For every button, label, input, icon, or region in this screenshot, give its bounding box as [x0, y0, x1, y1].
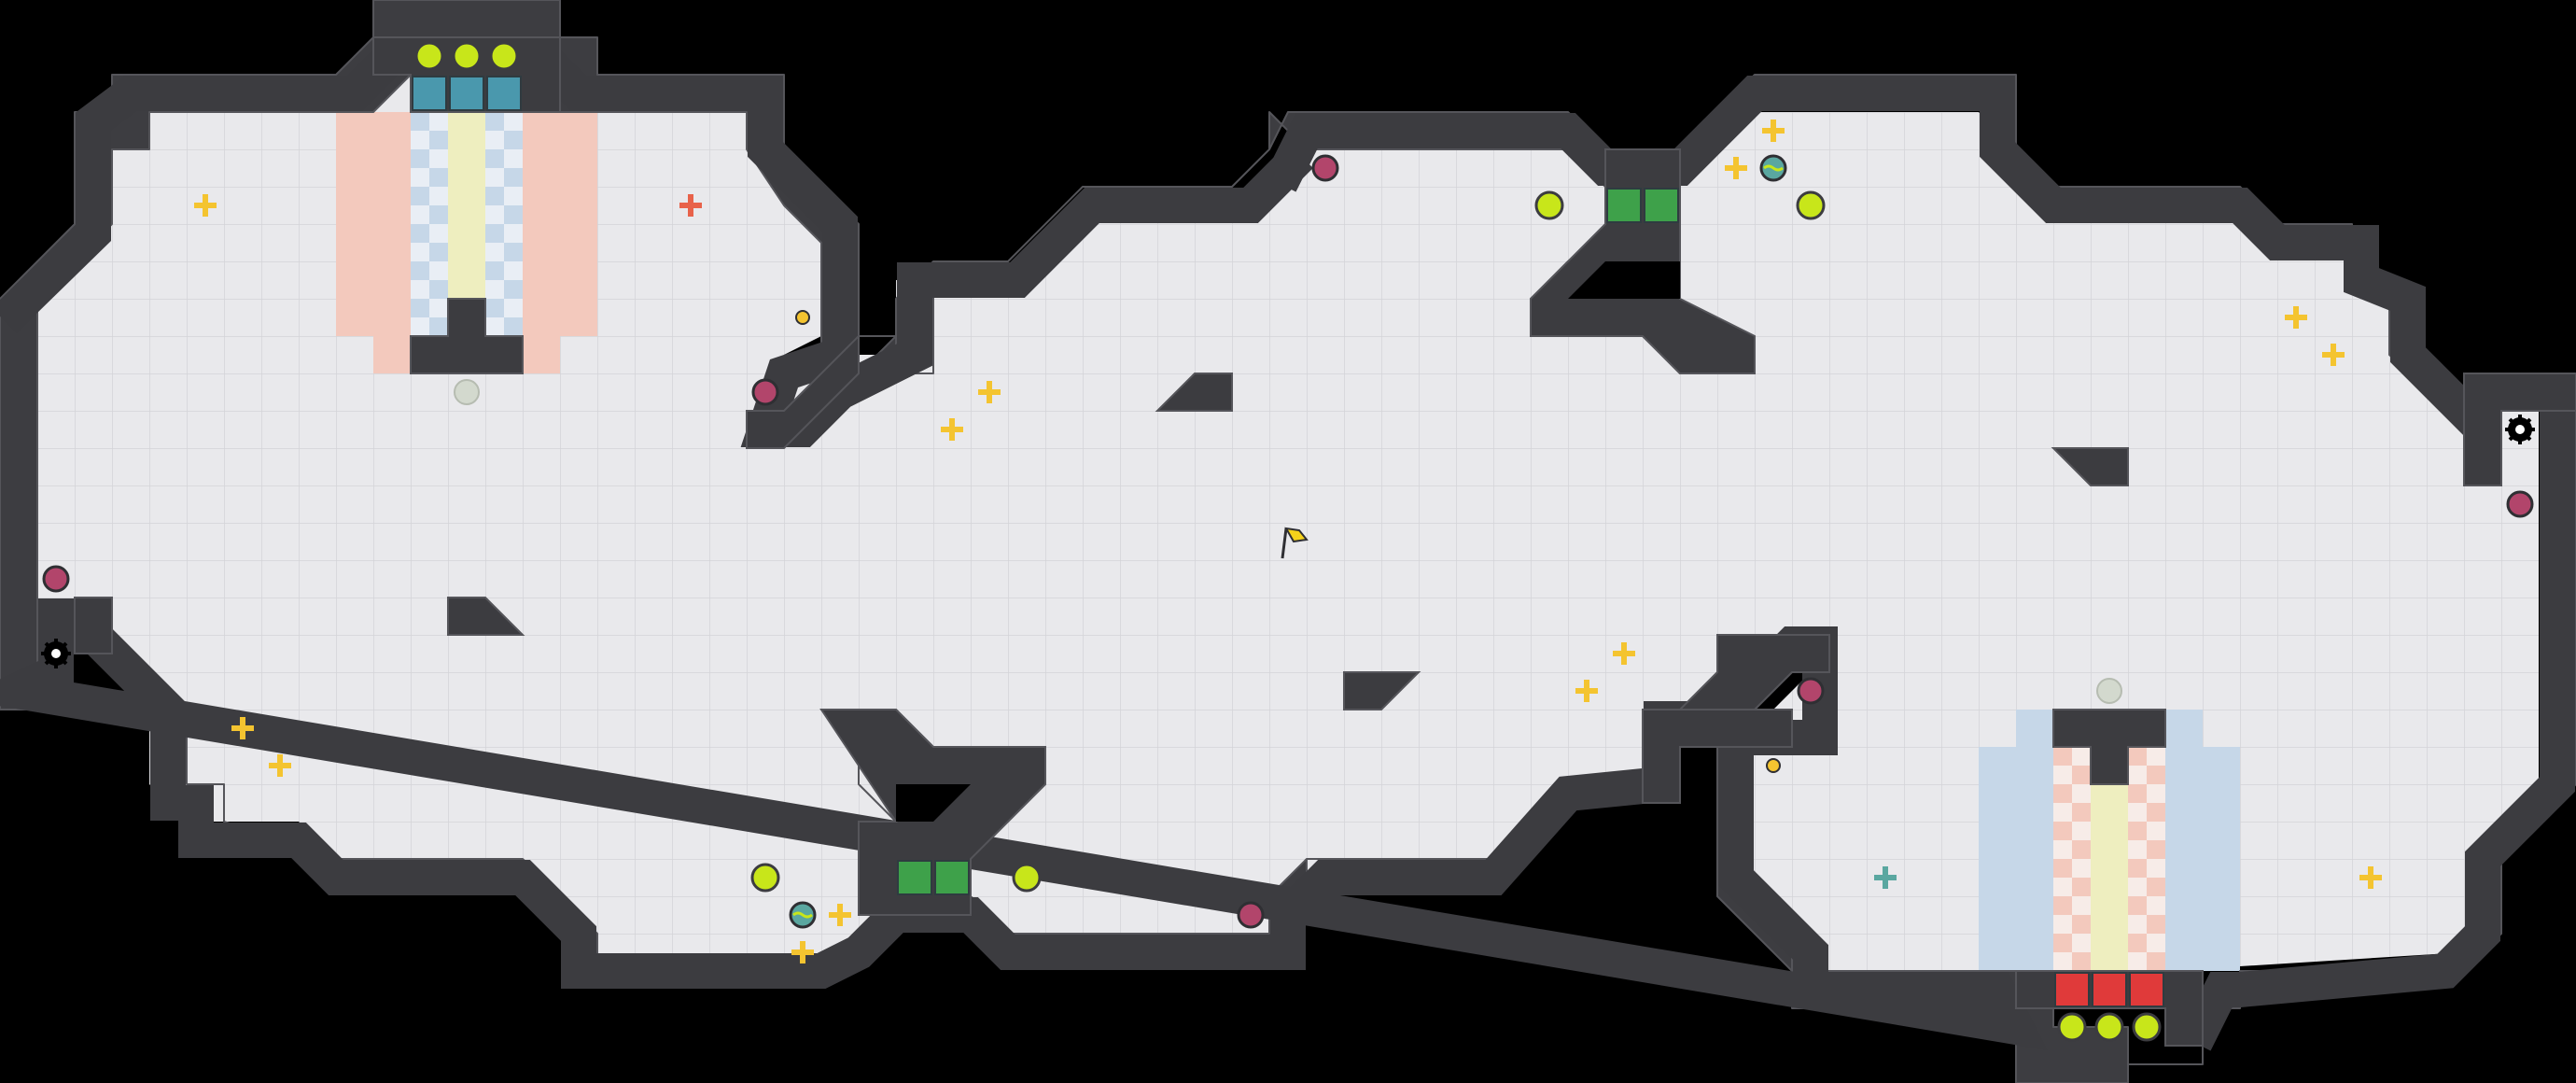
top-endzone — [336, 112, 597, 373]
void-pocket-bottom — [896, 784, 971, 822]
spike[interactable] — [42, 565, 70, 593]
spike[interactable] — [751, 378, 779, 406]
rolling-bombs — [789, 154, 1787, 929]
spike[interactable] — [1797, 677, 1825, 705]
endzone-center-top — [448, 112, 485, 299]
bomb[interactable] — [1012, 863, 1042, 893]
powerup-marker[interactable] — [454, 379, 480, 405]
portals — [897, 188, 1679, 895]
checker-zone-left-bottom — [2053, 747, 2091, 971]
team-blue-zone-right-upper — [2165, 710, 2203, 747]
floor-layer — [37, 75, 2539, 1008]
rolling-bomb[interactable] — [1759, 154, 1787, 182]
spike[interactable] — [2506, 490, 2534, 518]
spikes — [42, 154, 2534, 929]
team-red-zone-right — [523, 112, 597, 336]
portal-top-2[interactable] — [1644, 188, 1679, 223]
bottom-endzone — [1979, 710, 2240, 971]
checker-zone-right-bottom — [2128, 747, 2165, 971]
gate-blue-2[interactable] — [449, 76, 484, 111]
gate-blue-3[interactable] — [486, 76, 522, 111]
gates-top — [412, 76, 522, 111]
spike[interactable] — [1237, 901, 1265, 929]
spike[interactable] — [1311, 154, 1339, 182]
wall-left-nub — [74, 597, 113, 654]
team-red-zone-left — [336, 112, 411, 336]
wall-left-spike-shelf — [746, 333, 860, 449]
team-red-zone-right-lower — [523, 336, 560, 373]
bomb[interactable] — [2057, 1012, 2087, 1042]
bomb[interactable] — [2094, 1012, 2124, 1042]
bomb[interactable] — [414, 41, 444, 71]
gate-blue-1[interactable] — [412, 76, 447, 111]
small-powerup[interactable] — [795, 310, 810, 325]
wall-right-ledge — [2463, 373, 2576, 486]
void-pockets — [896, 261, 1680, 822]
team-blue-zone-left-upper — [2016, 710, 2053, 747]
checker-zone-left — [411, 112, 448, 336]
wall-right-shelf-lower — [1642, 709, 1793, 804]
wall-top-left-T — [410, 298, 524, 374]
endzone-center-bottom — [2091, 784, 2128, 971]
wall-triangle-bottom-center — [1343, 671, 1421, 710]
wall-bottom-right-T — [2052, 709, 2166, 785]
wall-triangle-right — [2051, 447, 2129, 486]
gate-red-2[interactable] — [2092, 972, 2127, 1007]
flag-icon[interactable] — [1281, 527, 1309, 559]
portal-top-1[interactable] — [1606, 188, 1642, 223]
gear-icon[interactable] — [41, 639, 71, 668]
bomb[interactable] — [1796, 190, 1826, 220]
wall-right-shelf-upper — [1677, 634, 1830, 710]
gear-icon[interactable] — [2505, 415, 2535, 444]
powerups — [454, 310, 2122, 773]
gate-red-1[interactable] — [2054, 972, 2090, 1007]
bombs — [414, 41, 2162, 1042]
floor-region-main — [37, 75, 2539, 1008]
wall-triangle-left — [447, 597, 525, 636]
team-blue-zone-right — [2165, 747, 2240, 971]
powerup-marker[interactable] — [2096, 678, 2122, 704]
portal-bottom-1[interactable] — [897, 860, 932, 895]
portal-bottom-2[interactable] — [934, 860, 970, 895]
bomb[interactable] — [750, 863, 780, 893]
team-blue-zone-left — [1979, 747, 2053, 971]
team-red-zone-left-lower — [373, 336, 411, 373]
gates-bottom — [2054, 972, 2164, 1007]
rolling-bomb[interactable] — [789, 901, 817, 929]
bomb[interactable] — [489, 41, 519, 71]
gate-red-3[interactable] — [2129, 972, 2164, 1007]
bomb[interactable] — [2132, 1012, 2162, 1042]
bomb[interactable] — [452, 41, 482, 71]
bomb[interactable] — [1534, 190, 1564, 220]
wall-triangle-top-center — [1155, 373, 1233, 412]
small-powerup[interactable] — [1766, 758, 1781, 773]
wall-outline-left-lobe — [0, 38, 1313, 447]
void-pocket-top — [1568, 261, 1680, 299]
checker-zone-right — [485, 112, 523, 336]
wall-outline-top-mid — [1264, 76, 2575, 1051]
